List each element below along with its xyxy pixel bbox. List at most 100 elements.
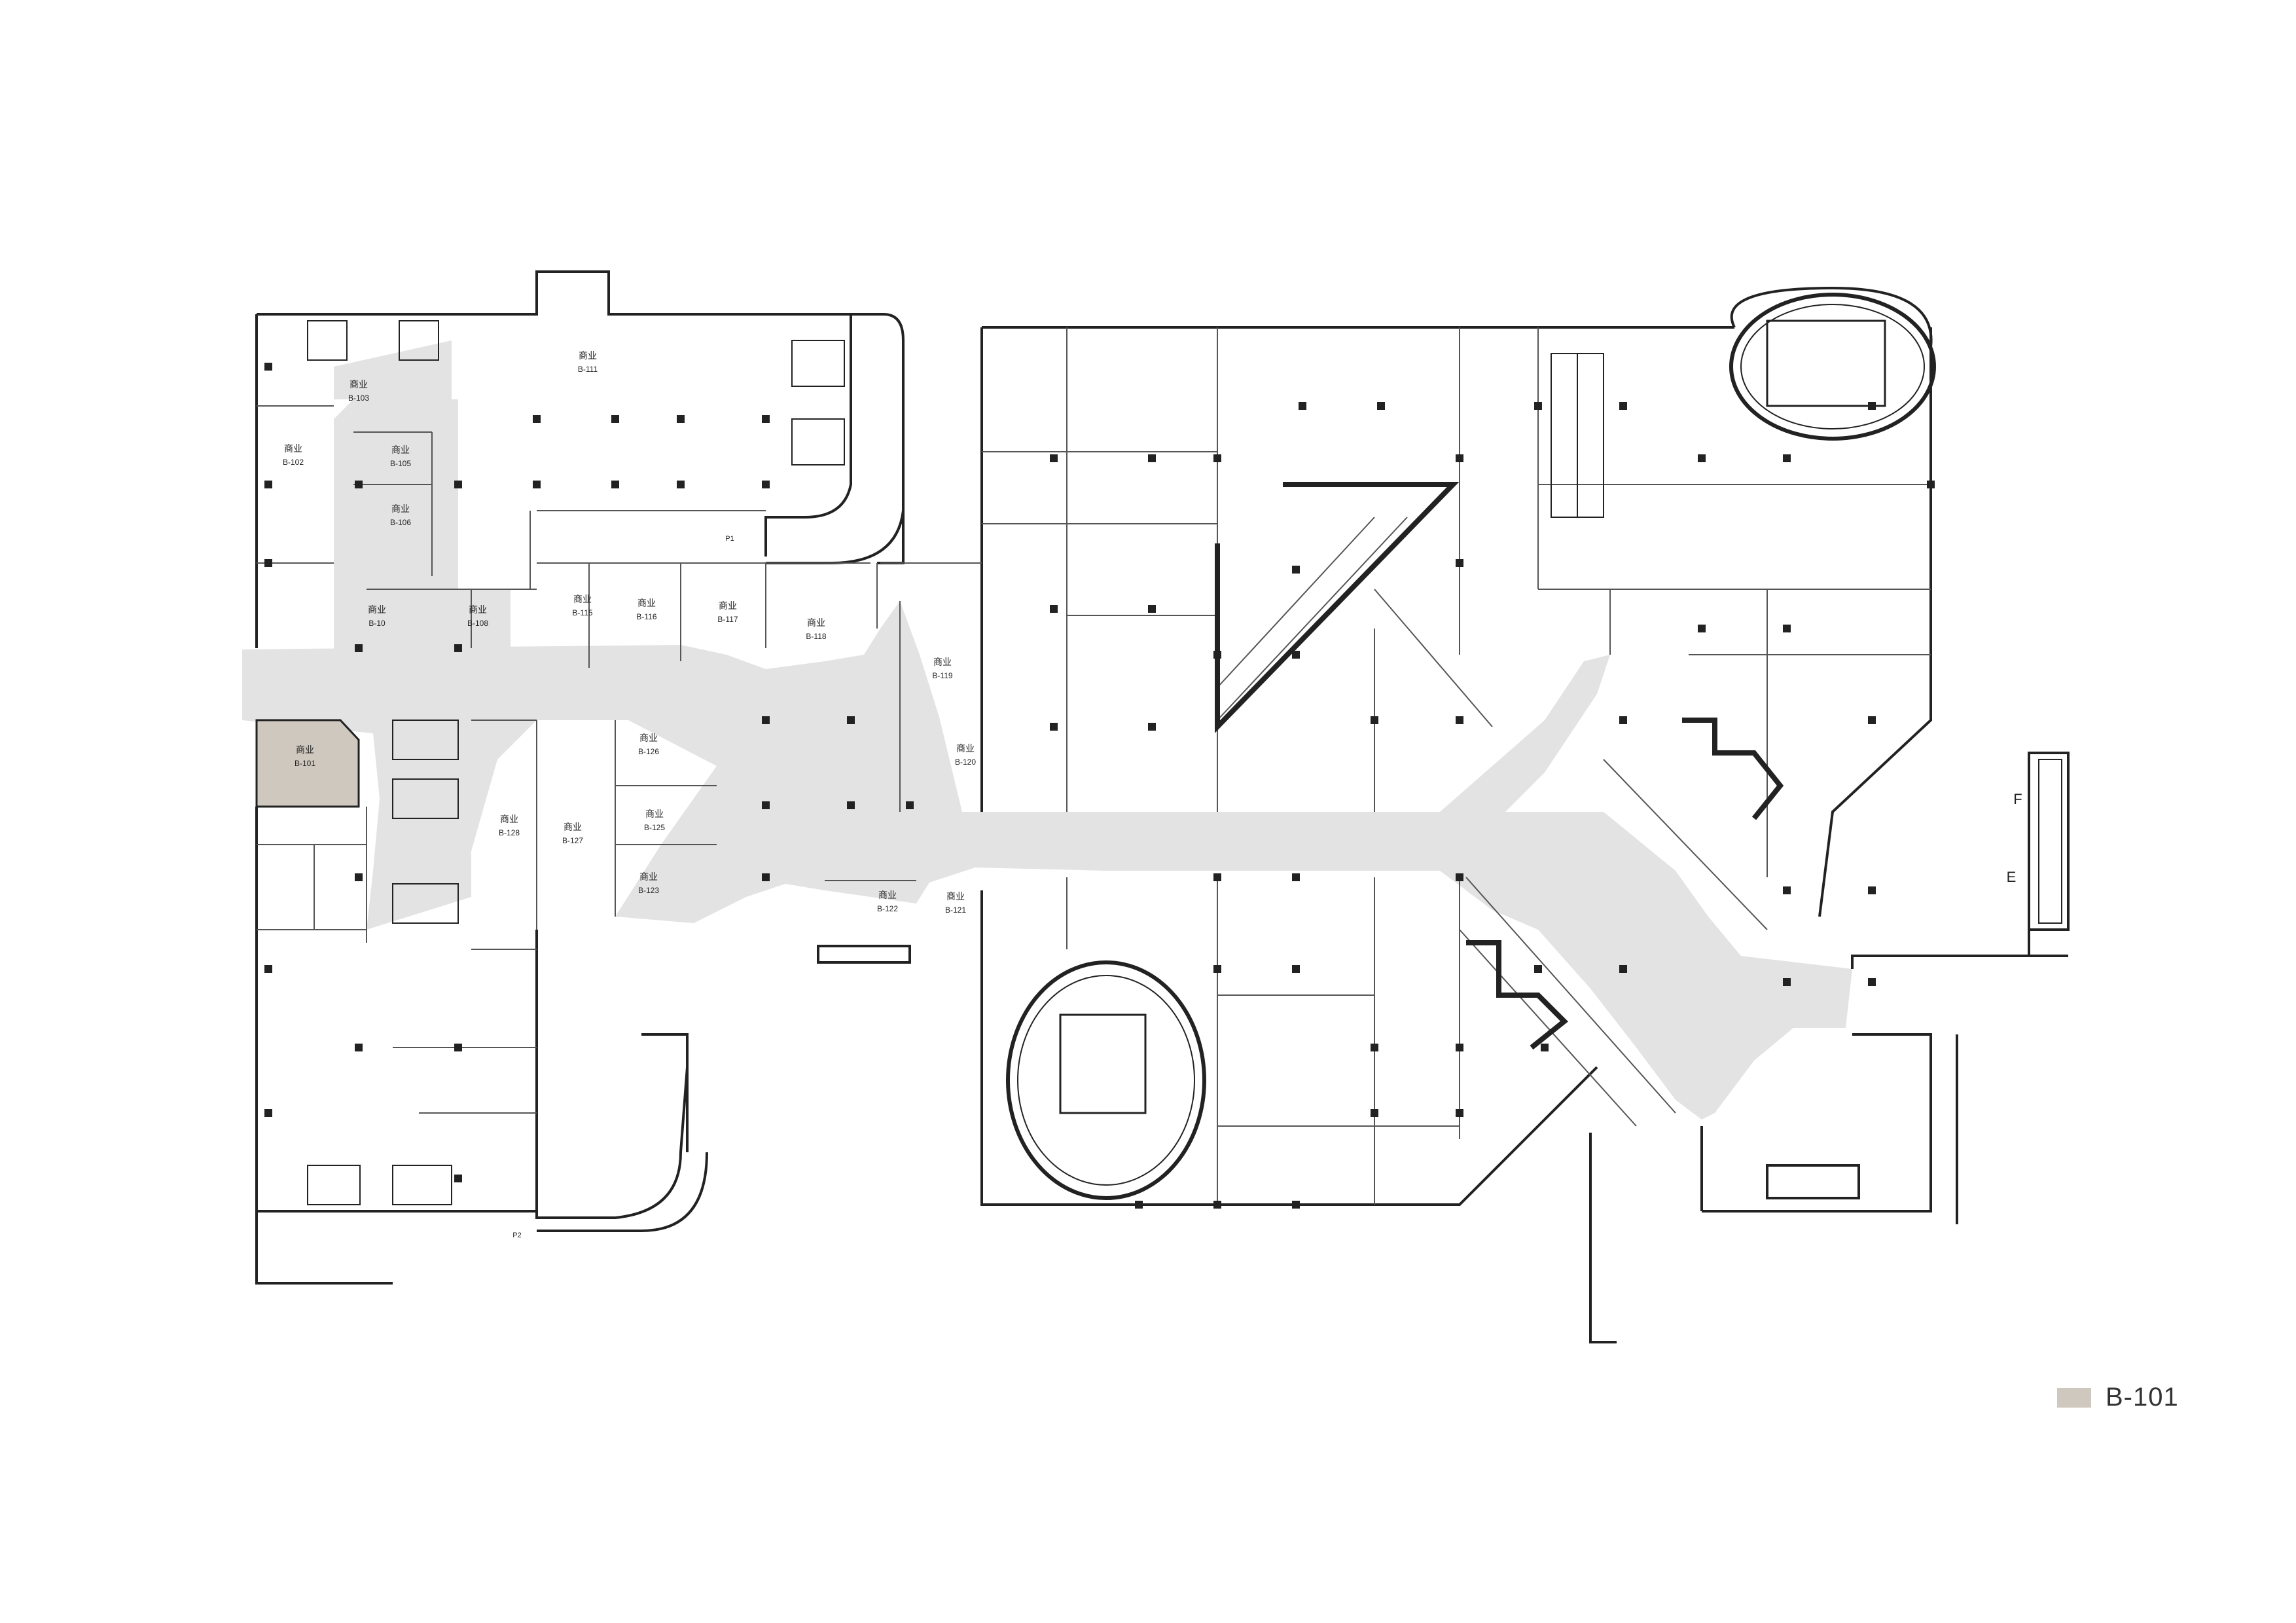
column — [355, 644, 363, 652]
column — [1456, 1044, 1463, 1051]
parking-label-p2: P2 — [512, 1231, 521, 1239]
unit-name-b-102: 商业 — [284, 443, 302, 454]
column — [762, 481, 770, 488]
column — [1868, 402, 1876, 410]
column — [1050, 605, 1058, 613]
column — [1619, 402, 1627, 410]
unit-code-b-119: B-119 — [932, 671, 952, 680]
escalators — [307, 320, 2062, 1205]
column — [1783, 625, 1791, 632]
column — [1213, 1201, 1221, 1209]
column — [1292, 965, 1300, 973]
grid-letter-f: F — [2013, 791, 2022, 807]
column — [1868, 716, 1876, 724]
unit-name-b-125: 商业 — [645, 809, 664, 819]
unit-b101-area[interactable] — [255, 719, 360, 808]
column — [1783, 978, 1791, 986]
column — [677, 481, 685, 488]
column — [1534, 402, 1542, 410]
unit-code-b-115: B-115 — [572, 608, 592, 617]
column — [611, 481, 619, 488]
column — [533, 481, 541, 488]
unit-code-b-101: B-101 — [295, 759, 315, 768]
unit-code-b-127: B-127 — [562, 836, 583, 845]
parking-label-p1: P1 — [725, 535, 734, 543]
column — [454, 1044, 462, 1051]
unit-code-b-105: B-105 — [390, 459, 411, 468]
unit-code-b-108: B-108 — [467, 619, 488, 628]
column — [762, 415, 770, 423]
column — [264, 1109, 272, 1117]
unit-name-b-122: 商业 — [878, 890, 897, 900]
column — [355, 873, 363, 881]
column — [1148, 454, 1156, 462]
column — [533, 415, 541, 423]
legend-swatch — [2057, 1387, 2091, 1408]
unit-name-b-106: 商业 — [391, 503, 410, 514]
column — [264, 559, 272, 567]
legend-label: B-101 — [2106, 1383, 2179, 1412]
column — [1927, 481, 1935, 488]
unit-name-b-117: 商业 — [719, 600, 737, 611]
unit-name-b-111: 商业 — [579, 350, 597, 361]
column — [1456, 873, 1463, 881]
building-walls — [255, 270, 2070, 1343]
tower-cores — [1006, 293, 1936, 1200]
column — [1213, 454, 1221, 462]
column — [1050, 723, 1058, 731]
column — [1213, 651, 1221, 659]
column — [1213, 965, 1221, 973]
column — [1299, 402, 1306, 410]
column — [355, 481, 363, 488]
diagonal-core — [1215, 482, 1784, 1050]
column — [1135, 1201, 1143, 1209]
column — [1456, 716, 1463, 724]
unit-code-b-128: B-128 — [499, 828, 520, 837]
unit-code-b-117: B-117 — [717, 615, 738, 624]
unit-code-b-102: B-102 — [283, 458, 304, 467]
column — [762, 716, 770, 724]
column — [1213, 873, 1221, 881]
unit-code-b-116: B-116 — [636, 612, 656, 621]
unit-name-b-101: 商业 — [296, 744, 314, 755]
column — [847, 801, 855, 809]
column — [1619, 965, 1627, 973]
column — [1868, 886, 1876, 894]
column — [1371, 1044, 1378, 1051]
structural-columns — [264, 363, 1935, 1209]
unit-name-b-119: 商业 — [933, 657, 952, 667]
unit-name-b-121: 商业 — [946, 891, 965, 902]
unit-name-b-107: 商业 — [368, 604, 386, 615]
column — [1456, 559, 1463, 567]
column — [847, 716, 855, 724]
column — [611, 415, 619, 423]
column — [1148, 605, 1156, 613]
unit-name-b-126: 商业 — [639, 733, 658, 743]
column — [906, 801, 914, 809]
unit-name-b-115: 商业 — [573, 594, 592, 604]
column — [1783, 886, 1791, 894]
column — [1534, 965, 1542, 973]
interior-partitions — [257, 327, 1931, 1205]
column — [1619, 716, 1627, 724]
column — [264, 363, 272, 371]
unit-code-b-125: B-125 — [644, 823, 665, 832]
unit-code-b-111: B-111 — [578, 365, 598, 374]
unit-code-b-126: B-126 — [638, 747, 659, 756]
unit-code-b-123: B-123 — [638, 886, 659, 895]
unit-name-b-123: 商业 — [639, 871, 658, 882]
column — [1292, 566, 1300, 574]
unit-code-b-120: B-120 — [955, 757, 976, 767]
unit-name-b-128: 商业 — [500, 814, 518, 824]
column — [762, 801, 770, 809]
column — [1371, 1109, 1378, 1117]
unit-name-b-120: 商业 — [956, 743, 975, 754]
unit-code-b-121: B-121 — [945, 905, 966, 915]
column — [1456, 1109, 1463, 1117]
unit-name-b-116: 商业 — [637, 598, 656, 608]
column — [1050, 454, 1058, 462]
column — [1292, 651, 1300, 659]
column — [1698, 625, 1706, 632]
unit-code-b-106: B-106 — [390, 518, 411, 527]
